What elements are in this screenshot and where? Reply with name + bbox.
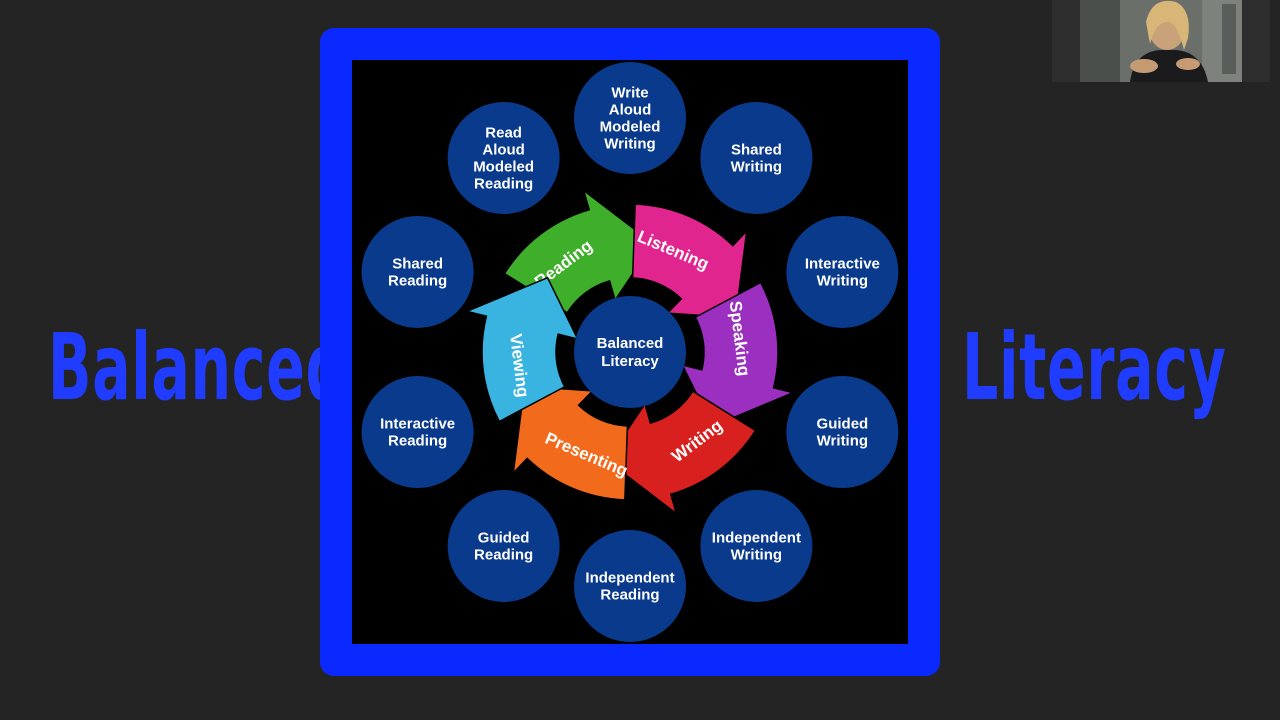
cycle-arrow xyxy=(681,281,796,428)
cycle-arrow xyxy=(464,276,579,423)
slide-word-literacy: Literacy xyxy=(962,314,1227,421)
cycle-arrow xyxy=(631,203,748,319)
webcam-video[interactable] xyxy=(1052,0,1270,82)
cycle-arrow xyxy=(605,390,757,516)
cycle-arrow xyxy=(512,385,629,501)
person-video-icon xyxy=(1052,0,1270,82)
slide-word-balanced: Balanced xyxy=(48,314,347,421)
